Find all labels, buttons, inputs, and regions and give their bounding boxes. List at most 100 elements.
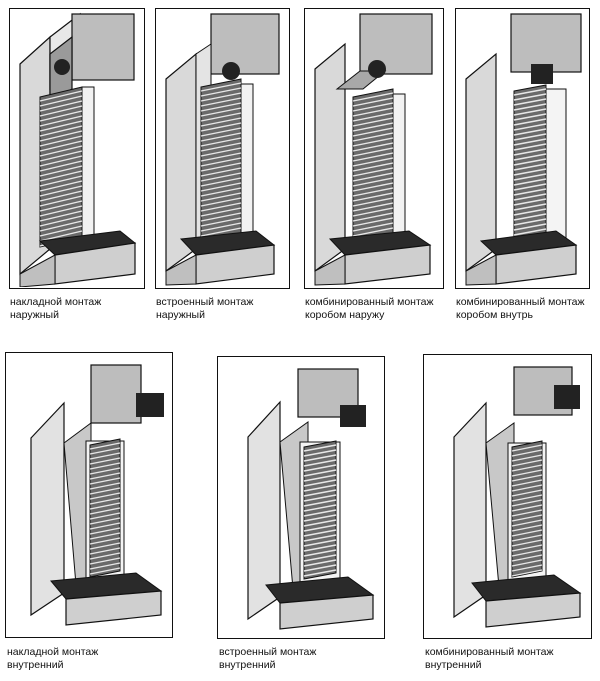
shutter-slat bbox=[39, 135, 83, 147]
shutter-slat bbox=[200, 142, 242, 152]
shutter-slat bbox=[352, 222, 394, 232]
shutter-slat bbox=[39, 105, 83, 117]
caption-combined-outer-box-out: комбинированный монтаж коробом наружу bbox=[305, 296, 434, 321]
shutter-slat bbox=[200, 197, 242, 207]
shutter-curtain bbox=[513, 84, 547, 240]
shutter-slat bbox=[200, 102, 242, 112]
shutter-slat bbox=[513, 93, 547, 101]
shutter-slat bbox=[89, 457, 121, 465]
shutter-slat bbox=[511, 539, 543, 547]
shutter-slat bbox=[513, 188, 547, 196]
shutter-slat bbox=[511, 534, 543, 542]
shutter-slat bbox=[89, 517, 121, 525]
shutter-slat bbox=[200, 162, 242, 172]
shutter-slat bbox=[513, 128, 547, 136]
shutter-slat bbox=[89, 562, 121, 570]
shutter-slat bbox=[39, 150, 83, 162]
shutter-slat bbox=[511, 524, 543, 532]
shutter-slat bbox=[39, 165, 83, 177]
shutter-slat bbox=[200, 217, 242, 227]
shutter-slat bbox=[303, 559, 337, 567]
shutter-slat bbox=[39, 90, 83, 102]
shutter-slat bbox=[39, 145, 83, 157]
shutter-slat bbox=[511, 459, 543, 467]
shutter-slat bbox=[303, 539, 337, 547]
shutter-slat bbox=[89, 492, 121, 500]
shutter-slat bbox=[352, 137, 394, 147]
shutter-slat bbox=[200, 97, 242, 107]
shutter-slat bbox=[89, 567, 121, 575]
shutter-slat bbox=[303, 469, 337, 477]
shutter-slat bbox=[511, 569, 543, 577]
shutter-slat bbox=[303, 549, 337, 557]
shutter-slat bbox=[39, 180, 83, 192]
shutter-slat bbox=[200, 227, 242, 237]
shutter-slat bbox=[303, 479, 337, 487]
shutter-slat bbox=[89, 552, 121, 560]
shutter-slat bbox=[303, 564, 337, 572]
shutter-slat bbox=[511, 489, 543, 497]
diagram-panel-overlay-inner bbox=[5, 352, 173, 638]
shutter-slat bbox=[39, 175, 83, 187]
shutter-slat bbox=[303, 554, 337, 562]
shutter-slat bbox=[89, 527, 121, 535]
shutter-slat bbox=[511, 519, 543, 527]
shutter-slat bbox=[352, 92, 394, 102]
shutter-slat bbox=[513, 223, 547, 231]
diagram-panel-builtin-outer bbox=[155, 8, 290, 289]
shutter-slat bbox=[39, 120, 83, 132]
shutter-slat bbox=[513, 173, 547, 181]
shutter-curtain bbox=[511, 440, 543, 578]
shutter-drawing bbox=[165, 13, 280, 286]
shutter-slat bbox=[352, 172, 394, 182]
shutter-slat bbox=[511, 549, 543, 557]
shutter-slat bbox=[511, 529, 543, 537]
shutter-slat bbox=[352, 152, 394, 162]
shutter-slat bbox=[511, 449, 543, 457]
shutter-slat bbox=[200, 177, 242, 187]
shutter-slat bbox=[511, 554, 543, 562]
shutter-slat bbox=[513, 113, 547, 121]
shutter-slat bbox=[200, 132, 242, 142]
shutter-slat bbox=[352, 162, 394, 172]
shutter-slat bbox=[352, 207, 394, 217]
shutter-slat bbox=[39, 115, 83, 127]
caption-builtin-outer: встроенный монтаж наружный bbox=[156, 296, 254, 321]
shutter-slat bbox=[513, 178, 547, 186]
diagram-panel-combined-outer-box-out bbox=[304, 8, 444, 289]
shutter-slat bbox=[89, 472, 121, 480]
shutter-slat bbox=[513, 153, 547, 161]
shutter-slat bbox=[89, 502, 121, 510]
shutter-drawing bbox=[30, 364, 164, 626]
shutter-slat bbox=[200, 187, 242, 197]
caption-combined-outer-box-in: комбинированный монтаж коробом внутрь bbox=[456, 296, 585, 321]
shutter-slat bbox=[200, 137, 242, 147]
shutter-slat bbox=[39, 110, 83, 122]
shutter-slat bbox=[352, 122, 394, 132]
diagram-panel-combined-inner bbox=[423, 354, 592, 639]
shutter-slat bbox=[511, 479, 543, 487]
shutter-slat bbox=[352, 132, 394, 142]
shutter-curtain bbox=[89, 438, 121, 578]
shutter-slat bbox=[511, 509, 543, 517]
shutter-slat bbox=[513, 138, 547, 146]
shutter-slat bbox=[352, 182, 394, 192]
shutter-slat bbox=[303, 449, 337, 457]
shutter-slat bbox=[513, 213, 547, 221]
shutter-slat bbox=[513, 148, 547, 156]
shutter-slat bbox=[352, 187, 394, 197]
shutter-slat bbox=[511, 544, 543, 552]
shutter-slat bbox=[513, 203, 547, 211]
shutter-slat bbox=[89, 467, 121, 475]
shutter-slat bbox=[513, 198, 547, 206]
shutter-slat bbox=[200, 212, 242, 222]
shutter-slat bbox=[200, 182, 242, 192]
shutter-drawing bbox=[465, 13, 582, 286]
shutter-slat bbox=[39, 95, 83, 107]
shutter-slat bbox=[200, 107, 242, 117]
shutter-slat bbox=[303, 484, 337, 492]
shutter-slat bbox=[89, 487, 121, 495]
shutter-slat bbox=[513, 123, 547, 131]
shutter-slat bbox=[39, 190, 83, 202]
shutter-slat bbox=[513, 228, 547, 236]
